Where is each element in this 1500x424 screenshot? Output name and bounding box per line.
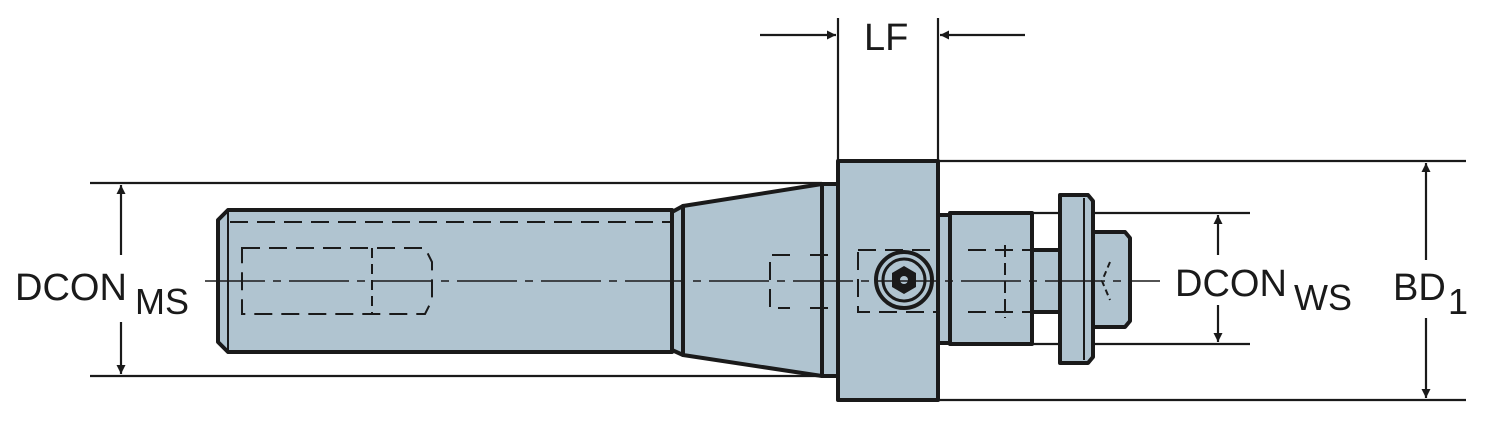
dcon-ms-subscript: MS <box>135 281 189 322</box>
clamping-washer <box>1058 193 1132 365</box>
taper-section <box>670 182 840 378</box>
dcon-ws-subscript: WS <box>1294 277 1352 318</box>
bd-main: BD <box>1393 267 1446 309</box>
dcon-ws-label: DCON WS <box>1175 263 1352 318</box>
dimension-arrows <box>116 30 1431 398</box>
dcon-ms-label: DCON MS <box>15 267 189 322</box>
pilot-body <box>936 211 1062 346</box>
bd-subscript: 1 <box>1448 281 1468 322</box>
bd1-label: BD 1 <box>1393 267 1468 322</box>
lf-label: LF <box>864 17 908 59</box>
dcon-ws-main: DCON <box>1175 263 1287 305</box>
hex-socket-screw-icon <box>874 250 934 310</box>
dcon-ms-main: DCON <box>15 267 127 309</box>
